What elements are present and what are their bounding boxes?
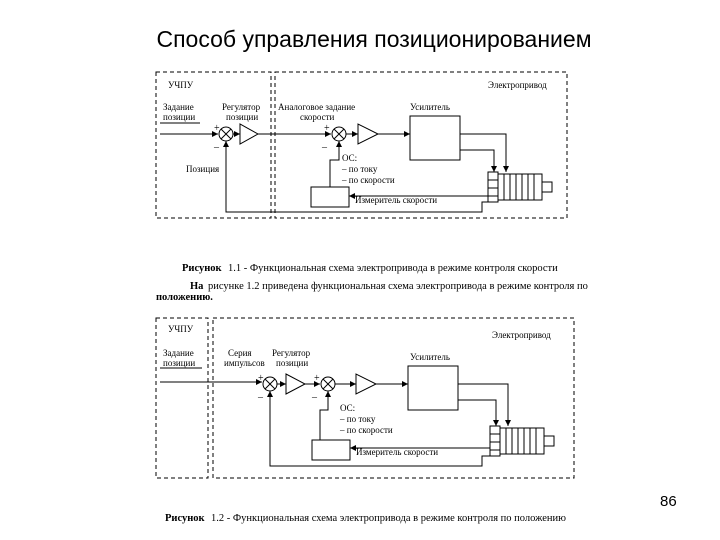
amplifier-label-2: Усилитель bbox=[410, 352, 450, 362]
paragraph-line-1-bold: На bbox=[190, 281, 204, 292]
figure-1-labels: УЧПУ Электропривод Задание позиции Регул… bbox=[163, 80, 558, 274]
setpoint-label-2-2: позиции bbox=[163, 358, 195, 368]
setpoint-label-2-1: Задание bbox=[163, 348, 194, 358]
paragraph: На рисунке 1.2 приведена функциональная … bbox=[156, 281, 588, 303]
feedback-label-2-3: – по скорости bbox=[339, 425, 393, 435]
regulator-label-2-1: Регулятор bbox=[272, 348, 311, 358]
pulse-series-label-1: Серия bbox=[228, 348, 252, 358]
speed-meter-label-2: Измеритель скорости bbox=[356, 447, 438, 457]
drive-boundary bbox=[274, 71, 568, 219]
plus-sign-2: + bbox=[324, 123, 330, 134]
cnc-label: УЧПУ bbox=[168, 80, 194, 90]
speed-amplifier-triangle bbox=[357, 123, 380, 145]
drive-label: Электропривод bbox=[488, 80, 547, 90]
position-regulator bbox=[239, 123, 260, 145]
setpoint-label-2: позиции bbox=[163, 112, 195, 122]
slide-title: Способ управления позиционированием bbox=[156, 26, 592, 52]
speed-meter-block bbox=[310, 186, 350, 208]
speed-amplifier-triangle-2 bbox=[355, 373, 378, 395]
paragraph-line-1: рисунке 1.2 приведена функциональная схе… bbox=[208, 281, 588, 292]
plus-sign-4: + bbox=[314, 373, 320, 384]
feedback-label-2-1: ОС: bbox=[340, 403, 355, 413]
caption-1-text: 1.1 - Функциональная схема электропривод… bbox=[228, 263, 558, 274]
regulator-label-2: позиции bbox=[226, 112, 258, 122]
position-label: Позиция bbox=[186, 164, 219, 174]
drive-boundary-2 bbox=[212, 317, 575, 479]
regulator-label-2-2: позиции bbox=[276, 358, 308, 368]
amplifier-label: Усилитель bbox=[410, 102, 450, 112]
plus-sign-3: + bbox=[258, 373, 264, 384]
cnc-label-2: УЧПУ bbox=[168, 324, 194, 334]
minus-sign-3: – bbox=[257, 392, 264, 403]
feedback-label-2: – по току bbox=[341, 164, 378, 174]
drive-label-2: Электропривод bbox=[492, 330, 551, 340]
caption-2-text: 1.2 - Функциональная схема электропривод… bbox=[211, 513, 566, 524]
speed-meter-block-2 bbox=[311, 439, 351, 461]
minus-sign-4: – bbox=[311, 392, 318, 403]
minus-sign: – bbox=[213, 142, 220, 153]
regulator-label-1: Регулятор bbox=[222, 102, 261, 112]
analog-setpoint-label-2: скорости bbox=[300, 112, 335, 122]
figure-2 bbox=[155, 317, 575, 479]
caption-2-bold: Рисунок bbox=[165, 513, 206, 524]
pulse-series-label-2: импульсов bbox=[224, 358, 265, 368]
paragraph-line-2: положению. bbox=[156, 292, 213, 303]
motor bbox=[487, 171, 553, 203]
feedback-label-1: ОС: bbox=[342, 153, 357, 163]
setpoint-label-1: Задание bbox=[163, 102, 194, 112]
speed-meter-label: Измеритель скорости bbox=[355, 195, 437, 205]
cnc-boundary-2 bbox=[155, 317, 209, 479]
amplifier-block-2 bbox=[407, 365, 459, 411]
figure-1 bbox=[155, 71, 568, 219]
feedback-label-2-2: – по току bbox=[339, 414, 376, 424]
caption-1-bold: Рисунок bbox=[182, 263, 223, 274]
analog-setpoint-label-1: Аналоговое задание bbox=[278, 102, 355, 112]
motor-2 bbox=[489, 425, 555, 457]
minus-sign-2: – bbox=[321, 142, 328, 153]
figure-2-labels: УЧПУ Электропривод Задание позиции Серия… bbox=[163, 324, 566, 524]
cnc-boundary bbox=[155, 71, 272, 219]
plus-sign: + bbox=[214, 123, 220, 134]
page-number: 86 bbox=[660, 493, 677, 510]
amplifier-block bbox=[409, 115, 461, 161]
feedback-label-3: – по скорости bbox=[341, 175, 395, 185]
position-regulator-2 bbox=[285, 373, 307, 395]
